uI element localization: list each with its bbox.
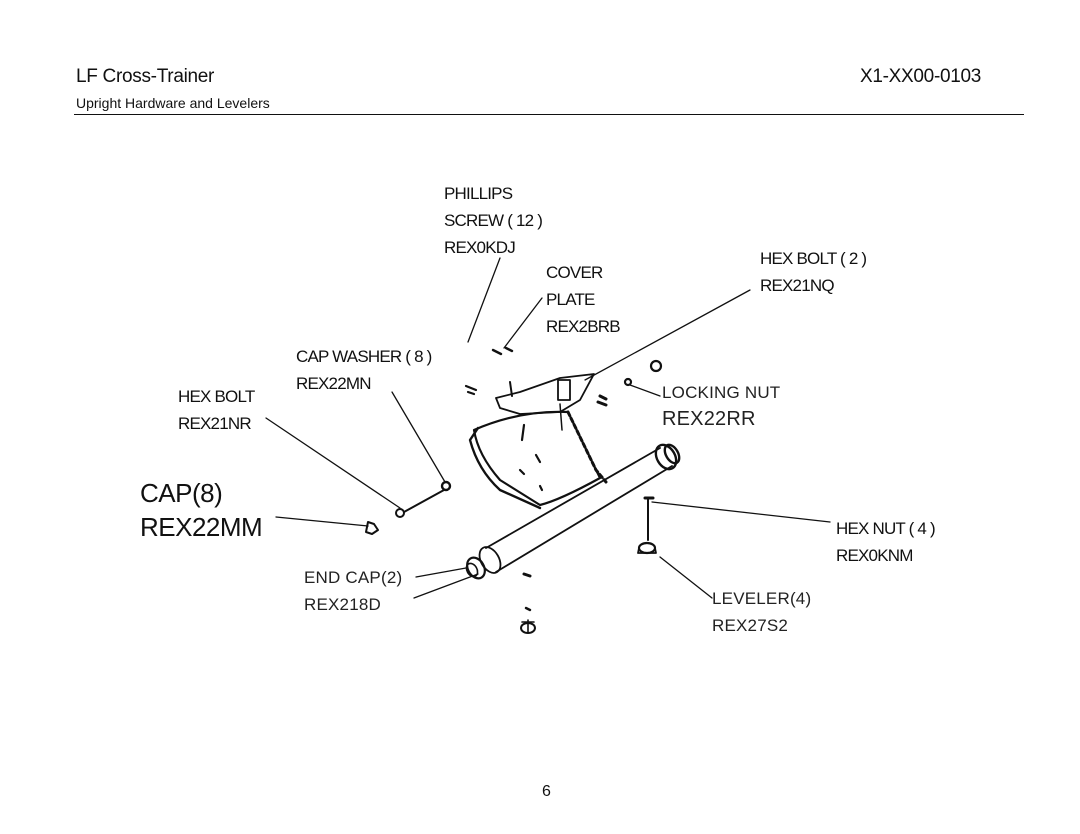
header-rule [74, 114, 1024, 115]
cover-plate [495, 373, 595, 415]
upright-panel [472, 410, 602, 507]
callout-end-cap: END CAP(2) REX218D [304, 564, 402, 618]
callout-cap-line1: CAP(8) [140, 478, 223, 508]
callout-hex-bolt-part: REX21NR [178, 414, 252, 433]
callout-locking-nut-line1: LOCKING NUT [662, 383, 781, 402]
callout-locking-nut: LOCKING NUT REX22RR [662, 379, 780, 433]
callout-phillips-screw-line2: SCREW ( 12 ) [444, 211, 543, 230]
document-number: X1-XX00-0103 [860, 66, 982, 87]
leader-cover-plate [503, 297, 543, 349]
callout-leveler: LEVELER(4) REX27S2 [712, 585, 811, 639]
callout-cover-plate-line1: COVER [546, 263, 603, 282]
callout-hex-bolt-2: HEX BOLT ( 2 ) REX21NQ [760, 245, 867, 299]
callout-cap-part: REX22MM [140, 512, 263, 542]
callout-leveler-part: REX27S2 [712, 616, 789, 635]
callout-hex-nut: HEX NUT ( 4 ) REX0KNM [836, 515, 936, 569]
callout-cap-washer: CAP WASHER ( 8 ) REX22MN [296, 343, 432, 397]
leader-leveler [659, 556, 713, 599]
callout-leveler-line1: LEVELER(4) [712, 589, 812, 608]
callout-end-cap-part: REX218D [304, 595, 381, 614]
leader-end-cap-2 [413, 573, 479, 599]
callout-locking-nut-part: REX22RR [662, 408, 756, 430]
callout-hex-bolt-line1: HEX BOLT [178, 387, 255, 406]
callout-hex-bolt-2-part: REX21NQ [760, 276, 835, 295]
callout-cover-plate-line2: PLATE [546, 290, 595, 309]
leader-cap [275, 516, 369, 527]
callout-phillips-screw: PHILLIPS SCREW ( 12 ) REX0KDJ [444, 180, 543, 261]
leader-hex-nut [651, 501, 831, 523]
callout-hex-bolt: HEX BOLT REX21NR [178, 383, 255, 437]
callout-cover-plate-part: REX2BRB [546, 317, 621, 336]
leader-cap-washer [391, 391, 446, 483]
document-subtitle: Upright Hardware and Levelers [76, 95, 270, 111]
document-title: LF Cross-Trainer [76, 66, 215, 87]
leader-phillips-screw [467, 257, 501, 343]
callout-hex-bolt-2-line1: HEX BOLT ( 2 ) [760, 249, 867, 268]
page-number: 6 [542, 783, 551, 800]
callout-hex-nut-part: REX0KNM [836, 546, 913, 565]
callout-phillips-screw-part: REX0KDJ [444, 238, 516, 257]
callout-hex-nut-line1: HEX NUT ( 4 ) [836, 519, 936, 538]
leader-hex-bolt-2 [584, 289, 751, 381]
leader-end-cap-1 [415, 567, 467, 578]
callout-cap-washer-line1: CAP WASHER ( 8 ) [296, 347, 432, 366]
stabilizer-tube [485, 447, 673, 573]
callout-end-cap-line1: END CAP(2) [304, 568, 403, 587]
leader-hex-bolt [265, 417, 401, 509]
callout-cover-plate: COVER PLATE REX2BRB [546, 259, 621, 340]
leader-locking-nut [629, 384, 661, 397]
callout-cap-washer-part: REX22MN [296, 374, 372, 393]
callout-cap: CAP(8) REX22MM [140, 476, 263, 544]
callout-phillips-screw-line1: PHILLIPS [444, 184, 513, 203]
